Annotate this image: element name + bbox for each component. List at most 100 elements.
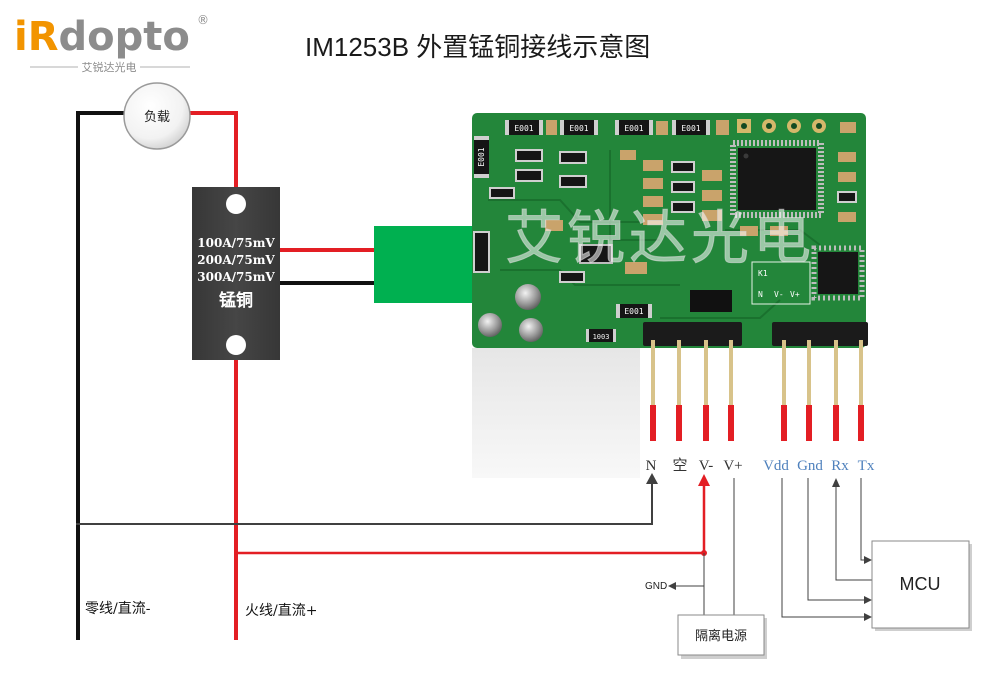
pin-lead — [782, 340, 786, 406]
load-circle — [123, 82, 191, 150]
photo-fade-area — [472, 348, 640, 478]
smd-capacitor — [838, 172, 856, 182]
live-wire-label: 火线/直流+ — [245, 602, 317, 619]
brand-logo: iRdopto ® 艾锐达光电 — [14, 13, 209, 74]
pin-label-empty: 空 — [672, 457, 687, 474]
mcu-block: MCU — [871, 540, 972, 631]
smd-capacitor — [643, 196, 663, 207]
qfp-chip — [730, 140, 824, 218]
live-wire-load-to-shunt — [190, 111, 238, 188]
tx-line — [860, 478, 866, 561]
smd-resistor: E001 — [615, 120, 653, 135]
isolated-power-supply: 隔离电源 — [677, 614, 767, 659]
pin-lead — [807, 340, 811, 406]
smd-resistor: E001 — [616, 304, 652, 318]
smd-resistor: E001 — [560, 120, 598, 135]
pin-header-left — [643, 322, 742, 346]
shunt-mounting-hole-bottom — [226, 335, 246, 355]
pin-lead — [704, 340, 708, 406]
pin-label-vminus: V- — [699, 458, 713, 474]
silkscreen-label-k1: K1 — [758, 269, 768, 278]
smd-capacitor — [643, 160, 663, 171]
smd-resistor: 1003 — [586, 329, 616, 342]
green-terminal-connector — [374, 226, 472, 303]
smd-capacitor — [702, 210, 722, 221]
smd-capacitor — [770, 226, 788, 236]
mcu-box — [871, 540, 970, 629]
logo-registered-mark: ® — [197, 13, 209, 27]
smd-resistor — [671, 181, 695, 193]
pin-label-n: N — [646, 458, 657, 474]
arrow-right-icon — [864, 613, 872, 621]
smd-resistor-vertical — [473, 231, 490, 273]
pin-lead — [651, 340, 655, 406]
pin-wire-red — [781, 405, 787, 441]
silkscreen-label: E001 — [624, 307, 643, 316]
silkscreen-outline — [751, 261, 811, 305]
silkscreen-label-vminus: V- — [774, 290, 784, 299]
pin-wire-red — [858, 405, 864, 441]
neutral-wire — [76, 111, 124, 640]
smd-capacitor — [840, 122, 856, 133]
logo-tagline: 艾锐达光电 — [82, 60, 137, 74]
pin-wire-red — [728, 405, 734, 441]
smd-capacitor — [702, 170, 722, 181]
smd-capacitor — [546, 120, 557, 135]
through-hole — [791, 123, 797, 129]
pin-lead — [834, 340, 838, 406]
logo-suffix: dopto — [59, 14, 190, 60]
smd-capacitor — [740, 226, 758, 236]
rx-line — [835, 486, 872, 581]
smd-capacitor — [716, 120, 729, 135]
vdd-line — [781, 478, 866, 618]
pin-wire-red — [703, 405, 709, 441]
shunt-rating-3: 300A/75mV — [197, 270, 275, 284]
smd-resistor — [515, 149, 543, 162]
pin-header-right — [772, 322, 868, 346]
smd-resistor — [837, 191, 857, 203]
silkscreen-label: 1003 — [593, 333, 610, 341]
shunt-material-label: 锰铜 — [219, 290, 253, 311]
logo-prefix: iR — [14, 14, 59, 60]
logo-wordmark: iRdopto — [14, 14, 190, 60]
silkscreen-label: E001 — [624, 124, 643, 133]
smd-resistor — [515, 169, 543, 182]
load-symbol: 负载 — [123, 82, 191, 150]
large-round-pad — [515, 284, 541, 310]
module-watermark: 艾锐达光电 — [505, 204, 815, 272]
pin-lead — [859, 340, 863, 406]
arrow-right-icon — [864, 556, 872, 564]
arrow-left-icon — [668, 582, 676, 590]
live-sense-line — [236, 484, 706, 555]
smd-capacitor — [620, 150, 636, 160]
pcb-trace — [660, 299, 781, 319]
silkscreen-label: E001 — [477, 147, 486, 166]
smd-capacitor — [838, 212, 856, 222]
pin-wire-red — [650, 405, 656, 441]
gnd-line — [807, 478, 866, 601]
smd-capacitor — [656, 121, 668, 135]
supply-box — [677, 614, 765, 656]
smd-capacitor — [702, 190, 722, 201]
large-round-pad — [478, 313, 502, 337]
arrow-up-icon — [832, 478, 840, 487]
smd-capacitor — [643, 214, 663, 225]
gnd-label: GND — [645, 581, 667, 592]
arrow-up-icon — [646, 473, 658, 484]
pin-label-gnd: Gnd — [797, 458, 823, 474]
through-hole — [816, 123, 822, 129]
small-ic-chip — [811, 245, 865, 301]
smd-capacitor — [545, 220, 563, 231]
im1253b-module-pcb: E001 E001 E001 E001 E001 — [472, 113, 866, 348]
neutral-sense-line — [76, 482, 653, 525]
smd-resistor — [559, 271, 585, 283]
shunt-rating-1: 100A/75mV — [197, 236, 275, 250]
smd-resistor: E001 — [505, 120, 543, 135]
arrow-up-icon — [698, 474, 710, 486]
silkscreen-label: E001 — [569, 124, 588, 133]
large-round-pad — [519, 318, 543, 342]
shunt-rating-2: 200A/75mV — [197, 253, 275, 267]
smd-resistor — [559, 175, 587, 188]
smd-capacitor — [625, 262, 647, 274]
smd-resistor — [671, 161, 695, 173]
